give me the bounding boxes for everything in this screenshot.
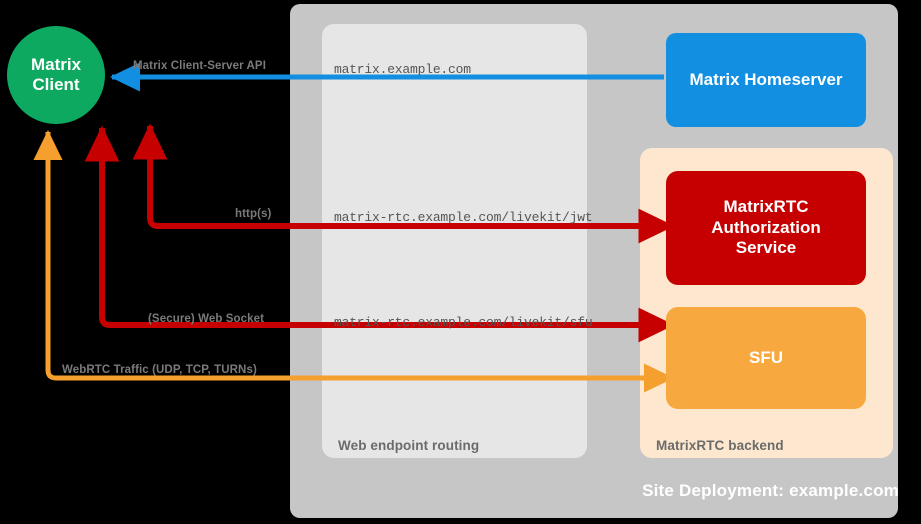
flow-label-cs-api: Matrix Client-Server API [133, 60, 266, 72]
web-endpoint-routing-label: Web endpoint routing [338, 438, 480, 453]
endpoint-label-jwt: matrix-rtc.example.com/livekit/jwt [334, 210, 593, 225]
matrix-client-line1: Matrix [30, 55, 82, 75]
site-deployment-label: Site Deployment: example.com [642, 481, 899, 500]
auth-line2: Authorization [711, 217, 821, 237]
node-matrixrtc-authorization-service[interactable]: MatrixRTC Authorization Service [666, 171, 866, 285]
endpoint-label-sfu: matrix-rtc.example.com/livekit/sfu [334, 315, 593, 330]
auth-line1: MatrixRTC [723, 197, 809, 217]
node-sfu[interactable]: SFU [666, 307, 866, 409]
sfu-label: SFU [749, 347, 783, 367]
matrix-homeserver-label: Matrix Homeserver [689, 69, 843, 89]
node-matrix-homeserver[interactable]: Matrix Homeserver [666, 33, 866, 127]
matrixrtc-backend-label: MatrixRTC backend [656, 438, 784, 453]
flow-label-webrtc: WebRTC Traffic (UDP, TCP, TURNs) [62, 364, 257, 376]
flow-label-websocket: (Secure) Web Socket [148, 313, 265, 325]
matrix-client-line2: Client [32, 75, 80, 94]
flow-label-https: http(s) [235, 208, 272, 220]
auth-line3: Service [735, 238, 797, 258]
node-matrix-client[interactable]: Matrix Client [7, 26, 105, 124]
web-endpoint-routing-container [322, 24, 587, 458]
endpoint-label-matrix: matrix.example.com [334, 62, 471, 77]
